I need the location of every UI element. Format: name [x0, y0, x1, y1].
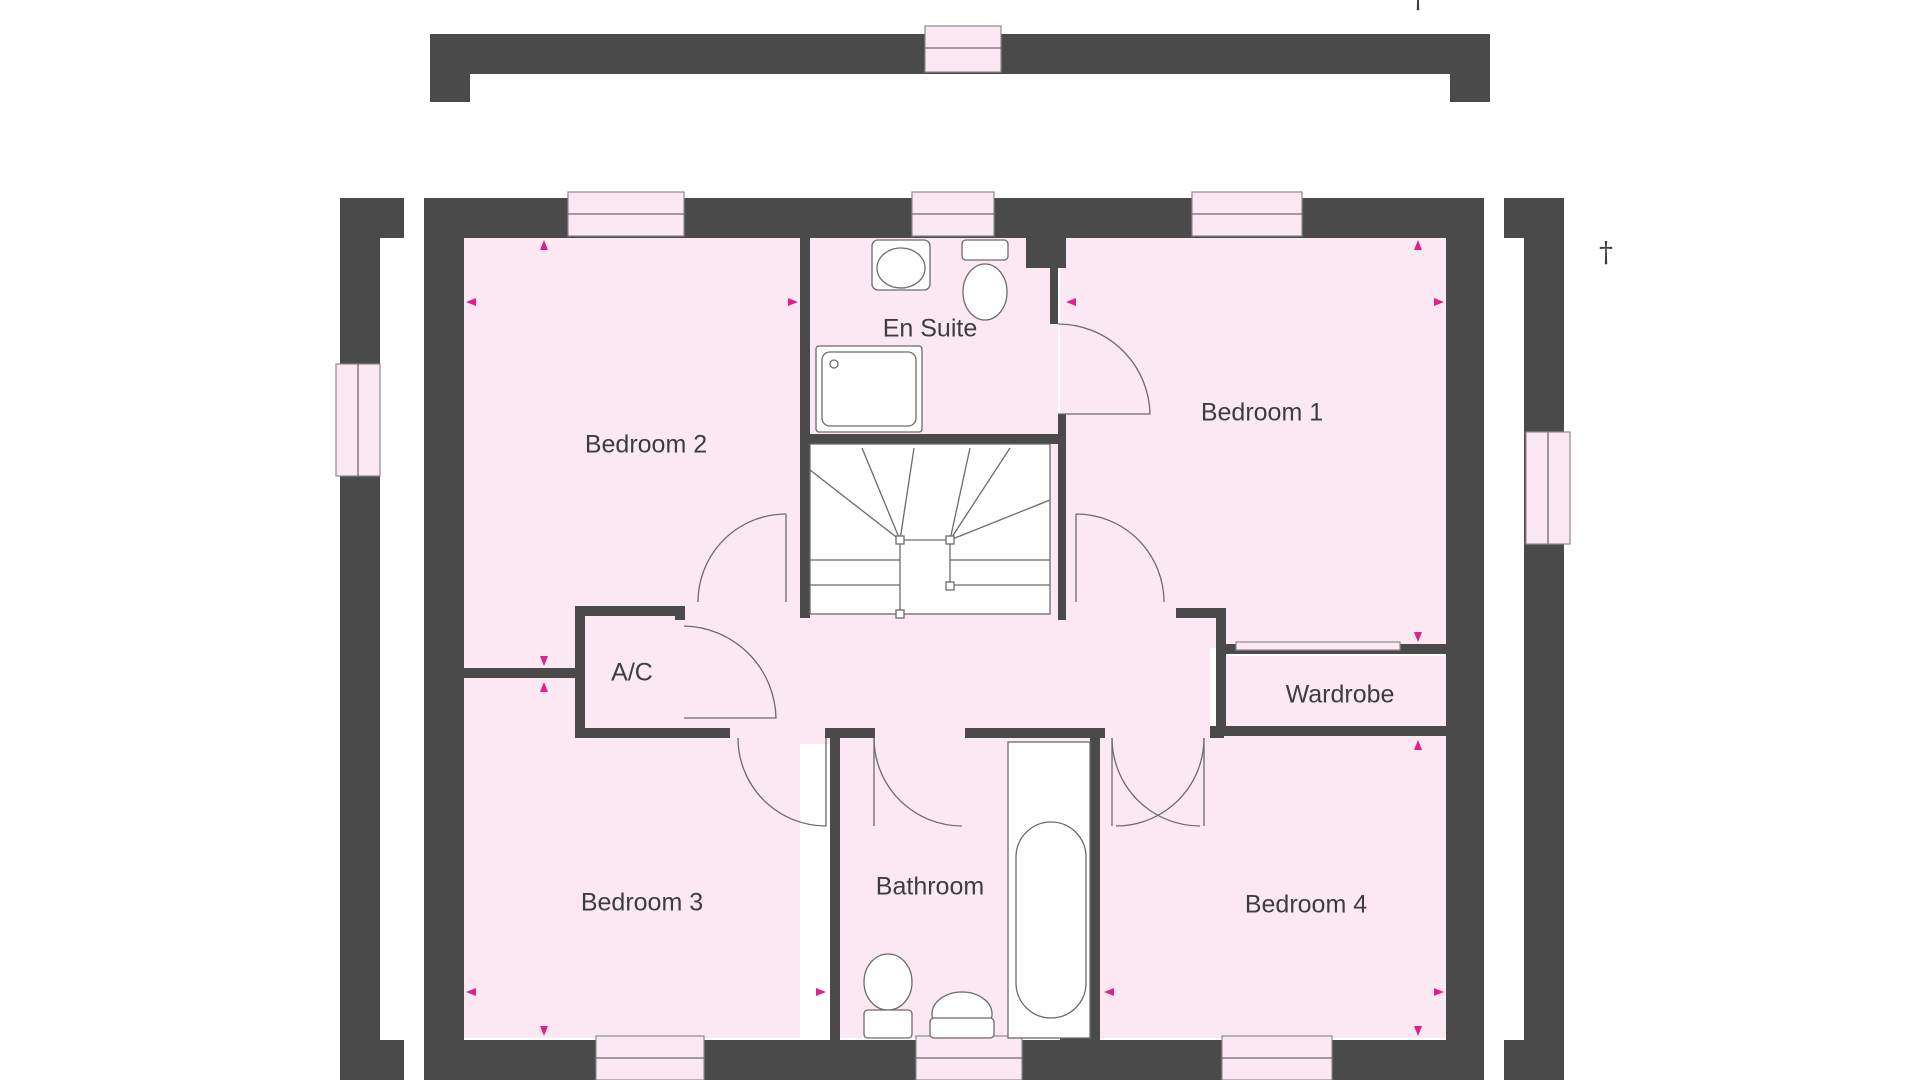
wardrobe-rail: [1235, 641, 1401, 651]
room-label-bedroom-2: Bedroom 2: [585, 431, 707, 459]
dimension-ticks: [466, 240, 1444, 1036]
room-label-bedroom-4: Bedroom 4: [1245, 891, 1367, 919]
room-labels: En Suite Bedroom 1 Bedroom 2 A/C Wardrob…: [581, 315, 1395, 919]
en-suite-fixtures: [815, 239, 1009, 433]
staircase: [809, 443, 1051, 619]
room-label-bedroom-1: Bedroom 1: [1201, 399, 1323, 427]
room-label-en-suite: En Suite: [883, 315, 978, 343]
bathroom-fixtures: [863, 741, 1091, 1039]
room-label-bedroom-3: Bedroom 3: [581, 889, 703, 917]
room-label-wardrobe: Wardrobe: [1286, 681, 1395, 709]
top-wall-strip: [430, 25, 1490, 104]
side-walls: [335, 198, 1571, 1080]
room-label-ac: A/C: [611, 659, 653, 687]
windows: [567, 191, 1333, 1080]
door-swings: [683, 323, 1205, 827]
room-label-bathroom: Bathroom: [876, 873, 984, 901]
dagger-marker: †: [1599, 236, 1613, 269]
dagger-marker-top: †: [1411, 0, 1425, 15]
